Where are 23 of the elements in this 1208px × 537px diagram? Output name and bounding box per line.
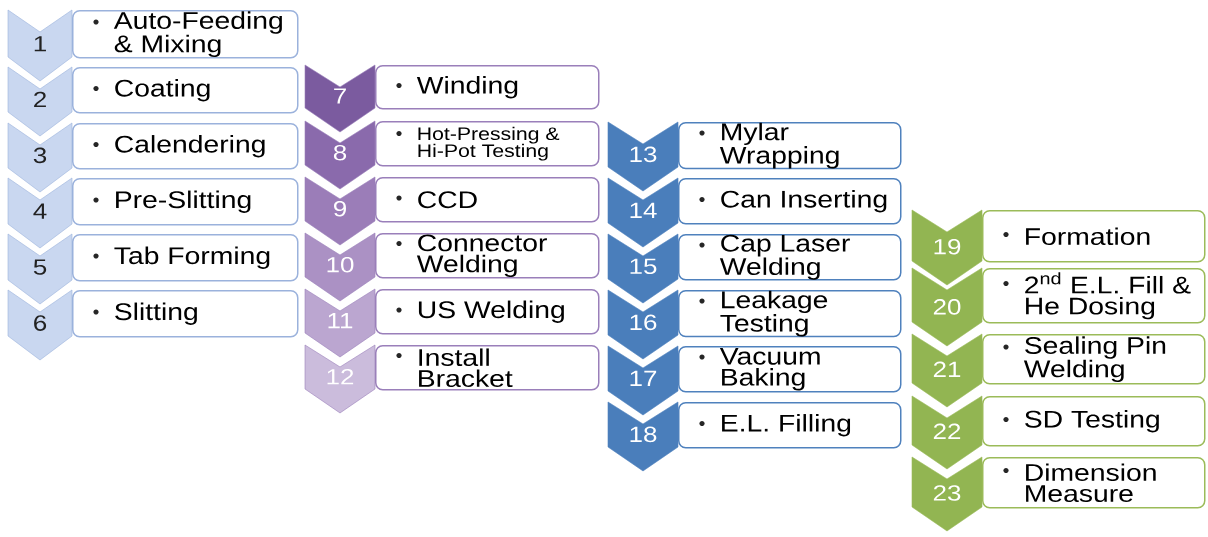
step-box: 2$^{nd}$ E.L. Fill & He Dosing (982, 268, 1206, 324)
step-box: Tab Forming (72, 234, 299, 282)
step-box: Pre-Slitting (72, 178, 299, 226)
step-box: Leakage Testing (678, 290, 902, 338)
step-box: Formation (982, 210, 1206, 263)
step-box: Winding (375, 65, 600, 110)
step-box: CCD (375, 177, 600, 223)
step-box: Coating (72, 67, 299, 114)
step-box: Connector Welding (375, 233, 600, 279)
step-box: Vacuum Baking (678, 346, 902, 393)
step-box: Cap Laser Welding (678, 234, 902, 281)
step-box: Hot-Pressing & Hi-Pot Testing (375, 121, 600, 167)
step-box: US Welding (375, 289, 600, 335)
step-box: Slitting (72, 290, 299, 338)
step-box: Can Inserting (678, 178, 902, 225)
step-box: Calendering (72, 123, 299, 170)
step-box: SD Testing (982, 396, 1206, 447)
step-box: Auto-Feeding & Mixing (72, 10, 299, 59)
step-box: Dimension Measure (982, 457, 1206, 509)
step-box: Install Bracket (375, 345, 600, 391)
step-box: Mylar Wrapping (678, 122, 902, 170)
step-box: Sealing Pin Welding (982, 334, 1206, 385)
step-box: E.L. Filling (678, 402, 902, 449)
